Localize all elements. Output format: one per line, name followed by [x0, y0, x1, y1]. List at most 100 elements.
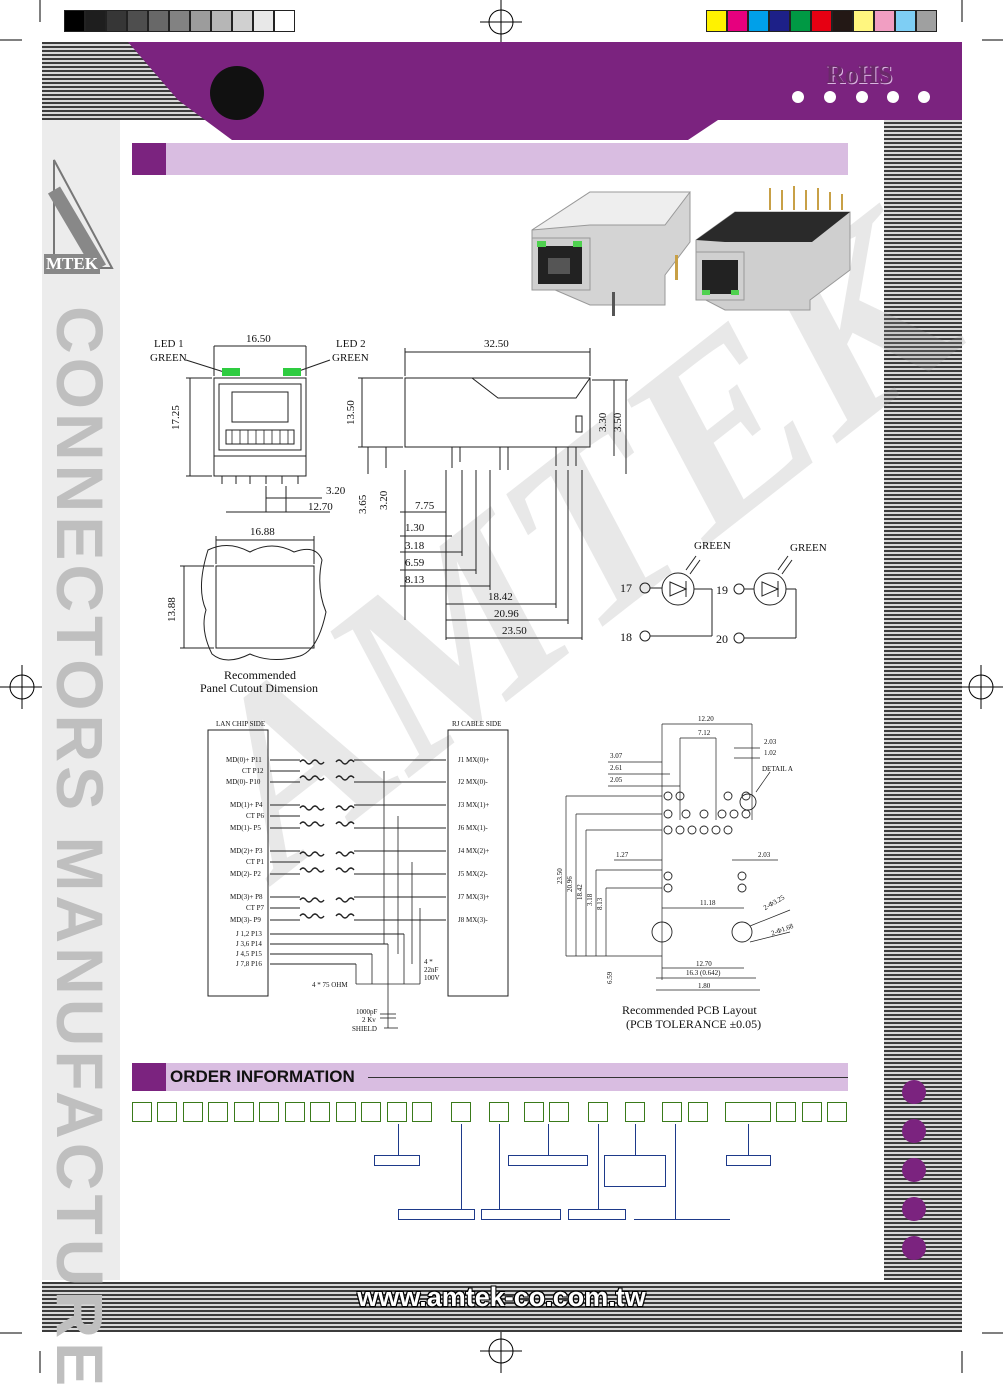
pcb-dim: 2.03	[764, 738, 777, 746]
pcb-dim: 23.50	[556, 868, 564, 884]
led-pin-19: 19	[716, 583, 728, 597]
left-pin: MD(0)- P10	[226, 778, 261, 786]
side-brand-text: CONNECTORS MANUFACTURE	[43, 306, 117, 1390]
led1-label: LED 1	[154, 338, 184, 350]
left-pin: MD(2)- P2	[230, 870, 261, 878]
part-digit-box	[451, 1102, 471, 1122]
part-digit-box	[259, 1102, 279, 1122]
right-pin: J5 MX(2)-	[458, 870, 488, 878]
lan-chip-header: LAN CHIP SIDE	[216, 720, 266, 728]
cutout-height: 13.88	[166, 597, 178, 622]
title-bar-square	[132, 143, 166, 175]
side-h2: 3.30	[597, 412, 609, 432]
pcb-dim: 12.70	[696, 960, 712, 968]
shield-label-1: 1000pF	[356, 1008, 378, 1016]
header-circle	[210, 66, 264, 120]
pcb-dim: 7.12	[698, 729, 711, 737]
part-digit-box	[827, 1102, 847, 1122]
front-height: 17.25	[170, 405, 182, 430]
left-pin: MD(1)+ P4	[230, 801, 263, 809]
part-digit-box	[336, 1102, 356, 1122]
product-photos	[531, 186, 851, 316]
part-digit-box	[725, 1102, 771, 1122]
right-pin: J2 MX(0)-	[458, 778, 488, 786]
pcb-dim: 16.3 (0.642)	[686, 969, 721, 977]
left-pin: CT P6	[246, 812, 264, 820]
pcb-dim: 1.80	[698, 982, 711, 990]
pcb-dim: 18.42	[576, 884, 584, 900]
right-pin: J6 MX(1)-	[458, 824, 488, 832]
led2-color: GREEN	[332, 352, 369, 364]
cap-label-2: 22nF	[424, 966, 439, 974]
side-offset-1: 3.18	[405, 540, 425, 552]
shield-label-2: 2 Kv	[362, 1016, 376, 1024]
cutout-caption-2: Panel Cutout Dimension	[200, 681, 318, 695]
pcb-dim: 3.07	[610, 752, 623, 760]
cap-label-1: 4 *	[424, 958, 433, 966]
pcb-dim: 3.18	[586, 893, 594, 906]
nav-dot	[902, 1158, 926, 1182]
side-offset-6: 23.50	[502, 625, 527, 637]
pcb-caption-2: (PCB TOLERANCE ±0.05)	[626, 1017, 762, 1031]
part-digit-box	[387, 1102, 407, 1122]
side-pin-len: 3.65	[357, 494, 369, 514]
led-color-2: GREEN	[790, 542, 827, 554]
pcb-dim: 1.27	[616, 851, 629, 859]
order-label-box	[604, 1155, 666, 1187]
order-title-line	[368, 1077, 848, 1078]
left-pin: MD(2)+ P3	[230, 847, 263, 855]
pcb-dim: 12.20	[698, 715, 714, 723]
side-pin-len2: 3.20	[378, 490, 390, 510]
pcb-dim: 20.96	[566, 876, 574, 892]
side-offset-3: 8.13	[405, 574, 425, 586]
part-digit-box	[310, 1102, 330, 1122]
left-pin: CT P1	[246, 858, 264, 866]
led2-label: LED 2	[336, 338, 366, 350]
pcb-dim: 2.61	[610, 764, 623, 772]
right-pin: J3 MX(1)+	[458, 801, 490, 809]
cap-label-3: 100V	[424, 974, 440, 982]
pcb-detail-label: DETAIL A	[762, 765, 793, 773]
part-digit-box	[662, 1102, 682, 1122]
footer-url[interactable]: www.amtek-co.com.tw	[357, 1282, 646, 1312]
led1-color: GREEN	[150, 352, 187, 364]
side-off: 7.75	[415, 500, 435, 512]
front-d2: 12.70	[308, 501, 333, 513]
right-pin: J1 MX(0)+	[458, 756, 490, 764]
led-color-1: GREEN	[694, 540, 731, 552]
nav-dot	[902, 1119, 926, 1143]
left-strip	[42, 120, 120, 1280]
logo-text: MTEK	[44, 254, 100, 274]
part-digit-box	[524, 1102, 544, 1122]
order-title: ORDER INFORMATION	[170, 1067, 355, 1086]
left-pin: J 4,5 P15	[236, 950, 262, 958]
right-pin: J8 MX(3)-	[458, 916, 488, 924]
side-offset-0: 1.30	[405, 522, 425, 534]
order-bar-square	[132, 1063, 166, 1091]
left-pin: J 7,8 P16	[236, 960, 262, 968]
pcb-dim: 2.03	[758, 851, 771, 859]
part-digit-box	[183, 1102, 203, 1122]
side-length: 32.50	[484, 338, 509, 350]
side-height: 13.50	[345, 400, 357, 425]
side-offset-4: 18.42	[488, 591, 513, 603]
right-pin: J4 MX(2)+	[458, 847, 490, 855]
part-digit-box	[208, 1102, 228, 1122]
shield-label-3: SHIELD	[352, 1025, 377, 1033]
led-pin-20: 20	[716, 632, 728, 646]
side-offset-5: 20.96	[494, 608, 519, 620]
part-digit-box	[549, 1102, 569, 1122]
nav-dot	[902, 1236, 926, 1260]
part-digit-box	[588, 1102, 608, 1122]
pcb-dim: 11.18	[700, 899, 716, 907]
front-d1: 3.20	[326, 485, 346, 497]
part-digit-box	[625, 1102, 645, 1122]
pcb-caption-1: Recommended PCB Layout	[622, 1003, 757, 1017]
pcb-dim: 2.05	[610, 776, 623, 784]
left-pin: J 3,6 P14	[236, 940, 262, 948]
cutout-width: 16.88	[250, 526, 275, 538]
part-digit-box	[776, 1102, 796, 1122]
left-pin: CT P7	[246, 904, 264, 912]
